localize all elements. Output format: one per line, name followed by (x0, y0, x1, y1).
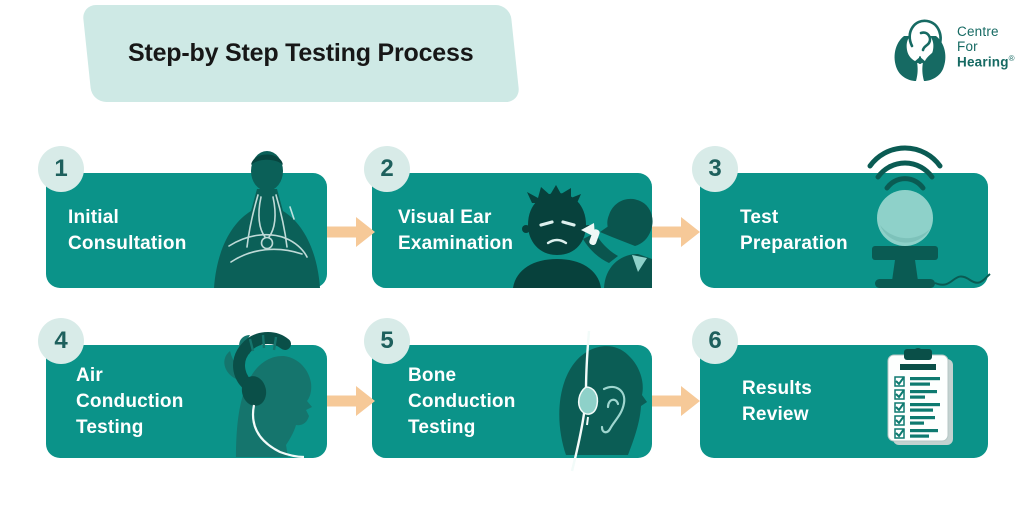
step-card-test-preparation: 3 Test Preparation (692, 145, 991, 288)
step-label-line: Preparation (740, 232, 848, 254)
hands-holding-ear-icon (894, 19, 946, 81)
step-label-line: Conduction (76, 390, 184, 412)
step-card-results-review: 6 Results Review (692, 318, 988, 458)
arrow-right-icon (652, 386, 700, 416)
step-number-badge: 6 (692, 318, 738, 364)
step-label: Results Review (700, 345, 812, 458)
step-card-visual-ear-examination: 2 Visual Ear Examination (364, 146, 653, 288)
centre-for-hearing-logo: Centre For Hearing® (888, 12, 1015, 82)
step-card-bone-conduction-testing: 5 Bone Conduction Testing (364, 318, 652, 472)
step-label: Visual Ear Examination (372, 173, 513, 288)
step-label-line: Examination (398, 232, 514, 254)
step-number-badge: 1 (38, 146, 84, 192)
otoscope-ear-exam-illustration (508, 185, 653, 288)
step-number-badge: 5 (364, 318, 410, 364)
step-label-line: Testing (408, 416, 476, 438)
step-label-line: Air (76, 364, 103, 386)
step-label: Air Conduction Testing (46, 345, 184, 458)
doctor-crossed-arms-illustration (206, 145, 328, 288)
checklist-clipboard-illustration (883, 347, 963, 449)
step-label-line: Initial (68, 206, 120, 228)
bone-conduction-device-illustration (542, 330, 647, 472)
step-label: Initial Consultation (46, 173, 187, 288)
step-label: Test Preparation (700, 173, 848, 288)
step-card-air-conduction-testing: 4 Air Conduction Testing (38, 318, 327, 459)
logo-line-2: For (957, 39, 978, 55)
step-label-line: Testing (76, 416, 144, 438)
step-label-line: Review (742, 403, 809, 425)
arrow-right-icon (327, 217, 375, 247)
step-number-badge: 4 (38, 318, 84, 364)
step-label-line: Results (742, 377, 813, 399)
step-label: Bone Conduction Testing (372, 345, 516, 458)
logo-line-3: Hearing® (957, 54, 1015, 70)
title-banner: Step-by Step Testing Process (81, 5, 521, 102)
step-label-line: Consultation (68, 232, 187, 254)
step-label-line: Bone (408, 364, 457, 386)
step-number-badge: 3 (692, 146, 738, 192)
step-label-line: Visual Ear (398, 206, 492, 228)
step-label-line: Test (740, 206, 779, 228)
logo-line-1: Centre (957, 23, 999, 39)
step-card-initial-consultation: 1 Initial Consultation (38, 146, 327, 288)
arrow-right-icon (652, 217, 700, 247)
arrow-right-icon (327, 386, 375, 416)
headphones-listener-illustration (206, 331, 330, 459)
registered-mark: ® (1008, 54, 1015, 64)
speaker-sound-waves-illustration (850, 145, 991, 288)
logo-wordmark: Centre For Hearing® (957, 24, 1015, 71)
step-label-line: Conduction (408, 390, 516, 412)
step-number-badge: 2 (364, 146, 410, 192)
page-title: Step-by Step Testing Process (128, 39, 474, 67)
